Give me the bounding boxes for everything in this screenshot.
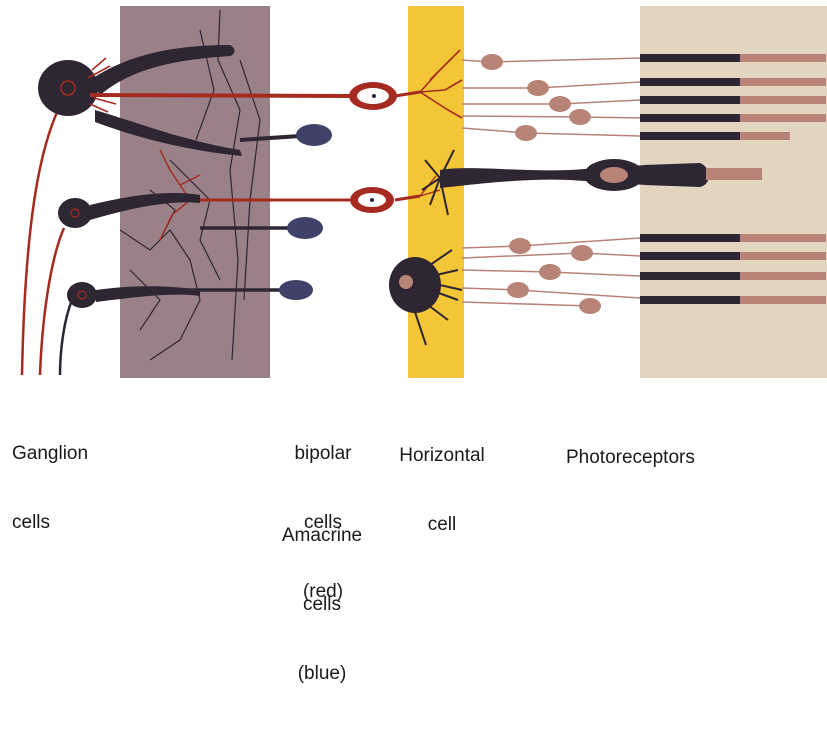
bipolar-label-line-1: bipolar	[268, 442, 378, 465]
ganglion-axons	[22, 110, 64, 375]
ganglion-cells-label: Ganglion cells	[12, 396, 88, 580]
amacrine-cells-label: Amacrine cells (blue)	[262, 478, 382, 731]
horizontal-cell-label: Horizontal cell	[380, 398, 504, 582]
amacrine-label-line-1: Amacrine	[262, 524, 382, 547]
ganglion-axons-dark	[60, 300, 72, 375]
retina-diagram: Ganglion cells bipolar cells (red) Amacr…	[0, 0, 827, 545]
photoreceptors-label-line-1: Photoreceptors	[566, 446, 695, 469]
horizontal-label-line-2: cell	[380, 513, 504, 536]
amacrine-label-line-2: cells	[262, 593, 382, 616]
ganglion-label-line-2: cells	[12, 511, 88, 534]
horizontal-layer-band	[408, 6, 464, 378]
ganglion-label-line-1: Ganglion	[12, 442, 88, 465]
horizontal-label-line-1: Horizontal	[380, 444, 504, 467]
amacrine-label-line-3: (blue)	[262, 662, 382, 685]
photoreceptors-label: Photoreceptors	[566, 400, 695, 515]
